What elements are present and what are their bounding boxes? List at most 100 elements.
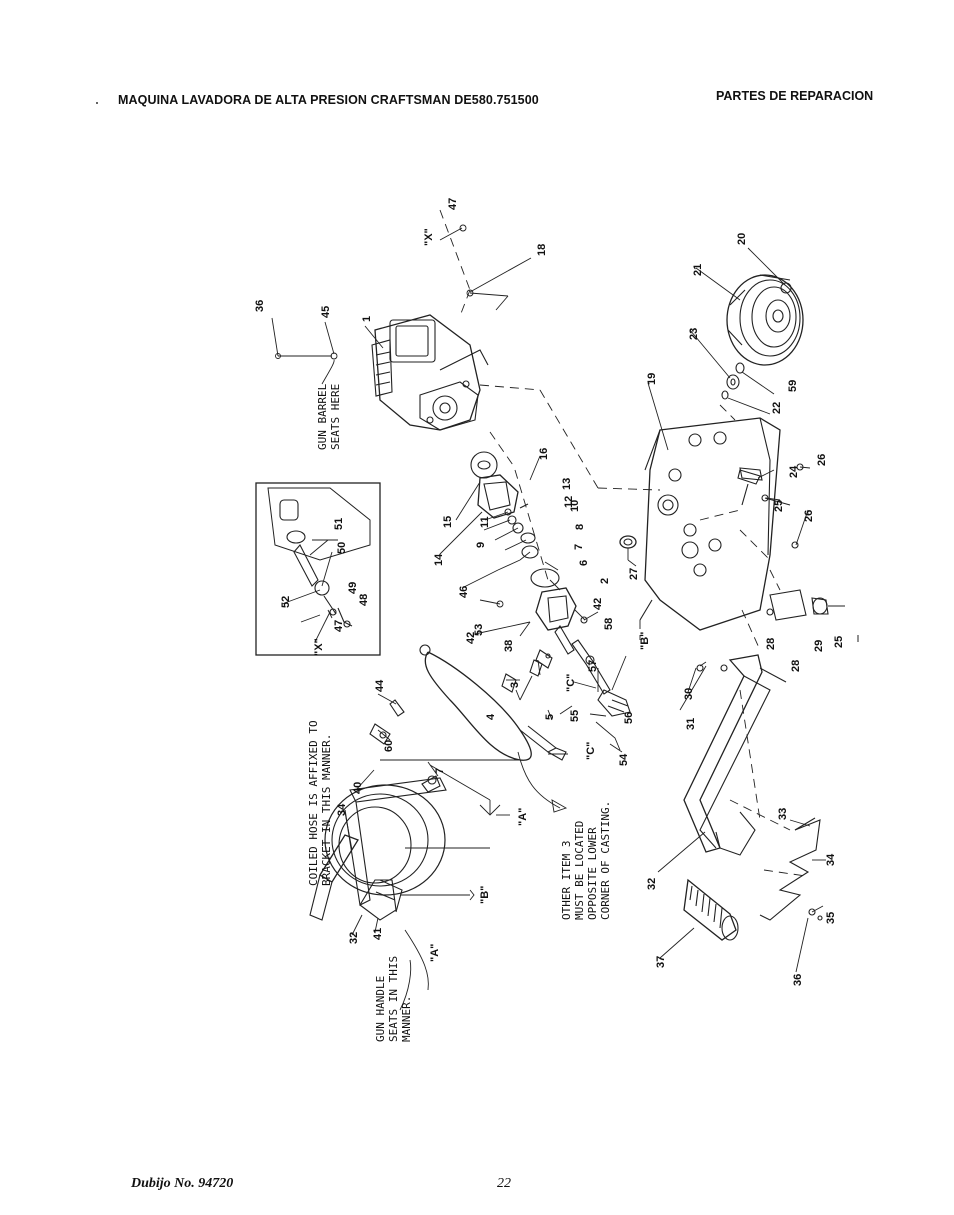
callout-49: 49 [347,582,359,594]
callout-9: 9 [475,542,487,548]
callout-37: 37 [655,956,667,968]
callout-33: 33 [777,808,789,820]
callout-47-top: 47 [447,198,459,210]
callout-15: 15 [442,516,454,528]
callout-ref-b-right: "B" [639,632,651,650]
callout-labels: 36 45 1 "X" 47 18 20 21 23 19 59 22 24 2… [254,198,845,986]
callout-25-lower: 25 [833,636,845,648]
callout-ref-a-right: "A" [517,808,529,826]
page-title: MAQUINA LAVADORA DE ALTA PRESION CRAFTSM… [118,93,539,107]
callout-1: 1 [361,316,373,322]
callout-5: 5 [544,714,556,720]
callout-12: 12 [563,496,575,508]
handle-part-32 [683,654,787,856]
callout-32-right: 32 [646,878,658,890]
callout-23: 23 [688,328,700,340]
callout-ref-x-inset: "X" [313,638,325,656]
callout-8-upper: 8 [574,524,586,530]
callout-30: 30 [683,688,695,700]
callout-58: 58 [603,618,615,630]
callout-10: 10 [569,500,581,512]
callout-42-left: 42 [465,632,477,644]
callout-ref-c-hose: "C" [585,742,597,760]
callout-21: 21 [692,264,704,276]
note-gun-handle-line2: SEATS IN THIS [387,956,400,1042]
note-item3-line1: OTHER ITEM 3 [560,841,573,920]
callout-34-gun: 34 [336,803,348,816]
foot-bracket-28-29 [766,589,845,621]
callout-35: 35 [825,912,837,924]
callout-38-hose: 38 [503,640,515,652]
axle-parts [619,362,745,549]
callout-14: 14 [433,553,445,566]
note-gun-barrel-line2: SEATS HERE [329,384,342,450]
callout-34-right: 34 [825,853,837,866]
callout-55: 55 [569,710,581,722]
note-coiled-hose-line1: COILED HOSE IS AFFIXED TO [307,720,320,886]
note-item3-line3: OPPOSITE LOWER [586,827,599,920]
outlet-fittings [501,649,553,693]
note-gun-barrel: GUN BARREL SEATS HERE [316,383,342,450]
callout-20: 20 [736,233,748,245]
callout-31: 31 [685,718,697,730]
engine-part-1 [371,314,489,431]
hose-hook-33-34 [759,817,823,921]
callout-22: 22 [771,402,783,414]
callout-36-bottom: 36 [792,974,804,986]
callout-2: 2 [599,578,611,584]
note-gun-handle-line3: MANNER. [400,996,413,1042]
callout-48: 48 [358,594,370,606]
callout-46: 46 [458,586,470,598]
callout-ref-a-gun: "A" [429,944,441,962]
bolts-24-25-26 [737,463,804,549]
note-item3: OTHER ITEM 3 MUST BE LOCATED OPPOSITE LO… [560,801,612,920]
callout-57: 57 [587,660,599,672]
callout-42-right: 42 [592,598,604,610]
callout-18: 18 [536,244,548,256]
callout-24: 24 [788,465,800,478]
callout-ref-x-top: "X" [423,228,435,246]
callout-26-upper: 26 [816,454,828,466]
callout-6: 6 [578,560,590,566]
callout-40: 40 [352,782,364,794]
callout-54: 54 [618,753,630,766]
base-plate-part-19 [639,417,781,631]
callout-28-left: 28 [765,638,777,650]
callout-44: 44 [374,679,386,692]
callout-19: 19 [646,373,658,385]
note-item3-line4: CORNER OF CASTING. [599,801,612,920]
coupler-parts-44-60 [369,699,405,745]
callout-52: 52 [280,596,292,608]
callout-41: 41 [372,928,384,940]
callout-47-inset: 47 [333,620,345,632]
section-title: PARTES DE REPARACION [716,89,874,103]
callout-16: 16 [538,448,550,460]
callout-13: 13 [561,478,573,490]
callout-51: 51 [333,518,345,530]
callout-3: 3 [509,682,521,688]
callout-27: 27 [628,568,640,580]
note-gun-handle-line1: GUN HANDLE [374,976,387,1042]
callout-4: 4 [485,713,497,720]
callout-7-right: 7 [573,544,585,550]
spray-gun-bracket-assembly [309,775,490,921]
callout-56: 56 [623,712,635,724]
drawing-number: Dubijo No. 94720 [131,1176,234,1191]
callout-25-upper: 25 [773,500,785,512]
note-item3-line2: MUST BE LOCATED [573,821,586,920]
callout-28-right: 28 [790,660,802,672]
high-pressure-hose [419,644,567,761]
callout-29: 29 [813,640,825,652]
callout-11: 11 [479,516,491,528]
inset-detail-x [255,482,381,656]
callout-50: 50 [336,542,348,554]
callout-60: 60 [383,740,395,752]
note-coiled-hose: COILED HOSE IS AFFIXED TO BRACKET IN THI… [307,720,333,886]
page-number: 22 [497,1176,511,1191]
callout-59: 59 [787,380,799,392]
header-bullet-dot [96,102,98,104]
note-gun-barrel-line1: GUN BARREL [316,383,329,450]
note-gun-handle: GUN HANDLE SEATS IN THIS MANNER. [374,956,413,1042]
callout-7-gun: 7 [434,768,446,774]
